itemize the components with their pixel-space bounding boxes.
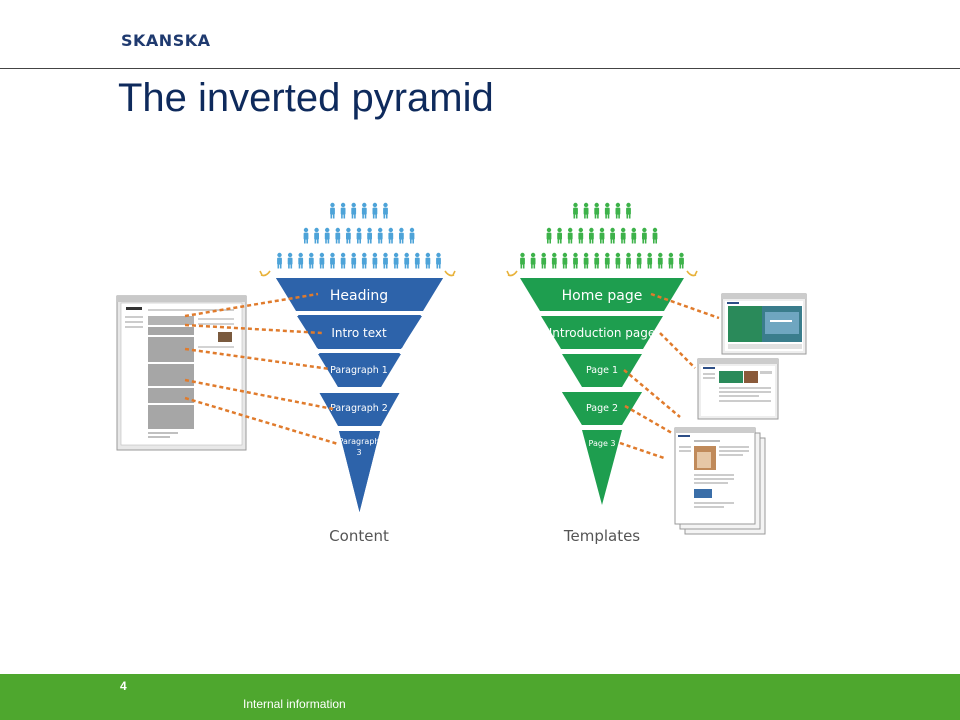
caption-templates: Templates [563, 527, 640, 545]
audience-people-icons-right [520, 202, 684, 269]
label-paragraph-1: Paragraph 1 [330, 365, 388, 376]
caption-content: Content [329, 527, 389, 545]
person-icon [383, 252, 388, 269]
arrow-icons-right [506, 270, 698, 277]
person-icon [520, 252, 525, 269]
person-icon [409, 227, 415, 244]
person-icon [425, 252, 431, 269]
person-icon [615, 252, 621, 269]
person-icon [361, 202, 367, 219]
person-icon [330, 252, 335, 269]
person-icon [324, 227, 330, 244]
person-icon [436, 252, 441, 269]
person-icon [287, 252, 293, 269]
templates-pyramid [520, 278, 684, 423]
person-icon [647, 252, 653, 269]
person-icon [361, 252, 367, 269]
person-icon [620, 227, 626, 244]
person-icon [277, 252, 282, 269]
page-number: 4 [120, 679, 127, 693]
person-icon [679, 252, 684, 269]
person-icon [530, 252, 536, 269]
person-icon [340, 202, 346, 219]
person-icon [583, 202, 589, 219]
audience-people-icons-left [277, 202, 441, 269]
person-icon [346, 227, 351, 244]
person-icon [351, 252, 357, 269]
skanska-logo: SKANSKA [121, 31, 211, 50]
person-icon [335, 227, 341, 244]
person-icon [546, 227, 552, 244]
person-icon [573, 252, 578, 269]
person-icon [604, 252, 610, 269]
label-home-page: Home page [562, 288, 643, 304]
slide-title: The inverted pyramid [118, 76, 494, 120]
person-icon [652, 227, 658, 244]
label-paragraph-3-number: 3 [356, 448, 361, 457]
footer-classification: Internal information [243, 697, 346, 711]
person-icon [388, 227, 394, 244]
person-icon [414, 252, 420, 269]
label-page-3: Page 3 [589, 439, 616, 448]
person-icon [599, 227, 605, 244]
person-icon [377, 227, 383, 244]
header-divider [0, 68, 960, 69]
person-icon [399, 227, 404, 244]
person-icon [642, 227, 647, 244]
person-icon [298, 252, 304, 269]
label-page-1: Page 1 [586, 365, 618, 376]
person-icon [567, 227, 573, 244]
person-icon [557, 227, 562, 244]
person-icon [626, 252, 631, 269]
person-icon [631, 227, 637, 244]
person-icon [340, 252, 346, 269]
label-paragraph-3: Paragraph [339, 437, 380, 446]
person-icon [393, 252, 399, 269]
person-icon [351, 202, 357, 219]
person-icon [573, 202, 578, 219]
connector-lines-right [619, 292, 720, 460]
person-icon [594, 202, 600, 219]
person-icon [604, 202, 610, 219]
person-icon [367, 227, 372, 244]
arrow-icons-left [259, 270, 456, 277]
person-icon [330, 202, 335, 219]
person-icon [372, 252, 378, 269]
person-icon [303, 227, 309, 244]
person-icon [615, 202, 621, 219]
person-icon [668, 252, 674, 269]
person-icon [578, 227, 584, 244]
label-intro-text: Intro text [331, 326, 387, 340]
label-heading: Heading [330, 288, 388, 304]
person-icon [541, 252, 547, 269]
person-icon [594, 252, 600, 269]
person-icon [562, 252, 568, 269]
person-icon [319, 252, 325, 269]
person-icon [610, 227, 615, 244]
content-pyramid-bottom-fix [320, 393, 399, 512]
person-icon [404, 252, 410, 269]
person-icon [356, 227, 362, 244]
label-page-2: Page 2 [586, 403, 618, 414]
introduction-page-thumbnail [697, 358, 779, 420]
person-icon [314, 227, 319, 244]
label-introduction-page: Introduction page [549, 326, 655, 340]
label-paragraph-2: Paragraph 2 [330, 403, 388, 414]
person-icon [308, 252, 314, 269]
connector-lines-left [184, 292, 339, 446]
page-thumbnails-stack [674, 427, 766, 535]
person-icon [583, 252, 589, 269]
person-icon [657, 252, 663, 269]
person-icon [383, 202, 388, 219]
home-page-thumbnail [721, 293, 807, 355]
person-icon [636, 252, 642, 269]
person-icon [626, 202, 631, 219]
inverted-pyramid-diagram: Heading Intro text Paragraph 1 Paragraph… [116, 202, 807, 545]
article-page-thumbnail [116, 295, 247, 451]
person-icon [372, 202, 378, 219]
footer-bar [0, 674, 960, 720]
person-icon [589, 227, 594, 244]
templates-pyramid-lower-fix [562, 392, 642, 425]
person-icon [551, 252, 557, 269]
